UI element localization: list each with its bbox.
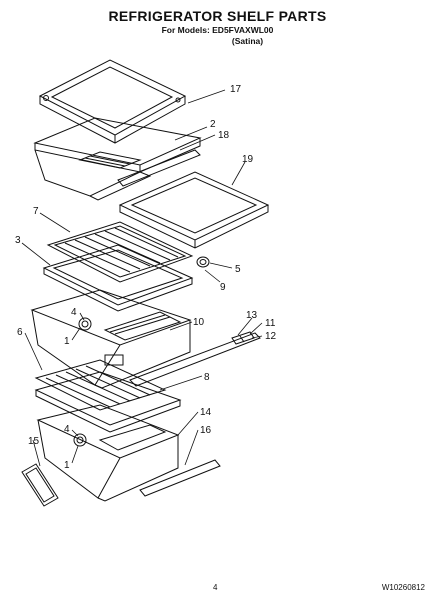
part-14-lower-drawer [36,404,180,502]
callout-19: 19 [242,154,254,165]
callout-11: 11 [265,318,276,329]
part-18-rail [117,149,201,187]
part-8-frame [34,371,182,433]
callout-4b: 4 [64,424,70,435]
callout-labels: 17 2 18 19 7 3 5 9 4 1 10 13 11 12 6 8 1… [15,84,277,471]
page-title: REFRIGERATOR SHELF PARTS [108,8,327,24]
callout-1: 1 [64,336,70,347]
callout-14: 14 [200,407,212,418]
callout-10: 10 [193,317,205,328]
callout-12: 12 [265,331,277,342]
callout-13: 13 [246,310,258,321]
document-id: W10260812 [381,583,425,592]
part-16-rail [139,459,221,497]
callout-5: 5 [235,264,241,275]
part-6-panel [34,359,167,411]
part-15-label [21,463,59,507]
callout-15: 15 [28,436,40,447]
callout-1b: 1 [64,460,70,471]
callout-18: 18 [218,130,230,141]
part-7-ribbed-panel [46,221,194,283]
leader-lines [21,89,263,467]
part-5-knob [196,256,210,268]
callout-16: 16 [200,425,212,436]
callout-4: 4 [71,307,77,318]
callout-3: 3 [15,235,21,246]
callout-2: 2 [210,119,216,130]
models-line: For Models: ED5FVAXWL00 [161,25,274,35]
color-line: (Satina) [231,36,264,46]
page-number: 4 [213,583,218,592]
part-10-crisper-drawer [30,289,192,389]
part-3-frame [42,244,194,312]
callout-8: 8 [204,372,210,383]
callout-17: 17 [230,84,242,95]
callout-9: 9 [220,282,226,293]
part-19-shelf [118,171,270,249]
callout-6: 6 [17,327,23,338]
part-17-top-shelf [38,59,187,144]
part-2-drawer-body [34,149,152,201]
callout-7: 7 [33,206,39,217]
